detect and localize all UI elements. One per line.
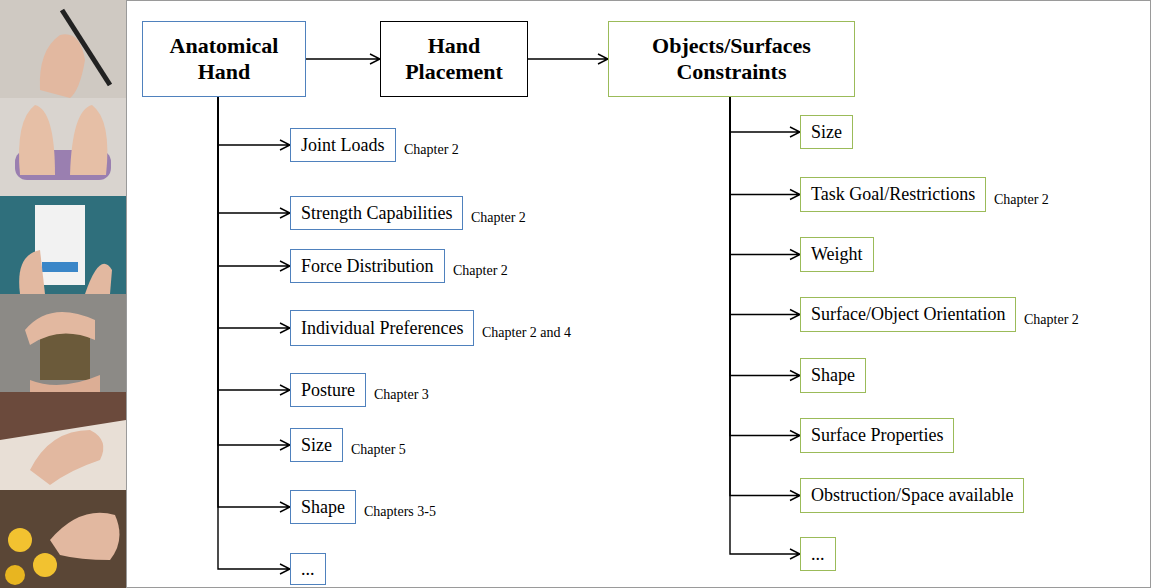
factor-box: Size <box>800 115 853 149</box>
category-box: Objects/Surfaces Constraints <box>608 21 855 97</box>
arrow-connector <box>218 97 290 218</box>
box-text: Joint Loads <box>301 135 385 156</box>
box-text: Shape <box>811 365 855 386</box>
factor-box: Posture <box>290 373 366 407</box>
arrow-connector <box>218 97 290 271</box>
chapter-note: Chapter 3 <box>374 387 429 403</box>
photo-palms-roller <box>0 98 126 196</box>
factor-box: Force Distribution <box>290 249 445 283</box>
factor-box: ... <box>290 553 326 585</box>
chapter-note: Chapter 2 <box>453 263 508 279</box>
box-text: Strength Capabilities <box>301 203 452 224</box>
arrow-connector <box>730 97 800 137</box>
arrow-connector <box>218 97 290 333</box>
photo-jar-opening <box>0 294 126 392</box>
factor-box: Size <box>290 428 343 462</box>
box-text: ... <box>301 559 315 580</box>
arrow-connector <box>218 97 290 512</box>
box-text: Anatomical Hand <box>151 33 297 85</box>
box-text: Posture <box>301 380 355 401</box>
box-text: ... <box>811 544 825 565</box>
factor-box: Shape <box>800 358 866 393</box>
arrow-connector <box>730 97 800 441</box>
factor-box: Surface Properties <box>800 418 954 453</box>
arrow-connector <box>730 97 800 501</box>
arrow-connector <box>218 97 290 150</box>
box-text: Individual Preferences <box>301 318 463 339</box>
box-text: Shape <box>301 497 345 518</box>
arrow-connector <box>218 97 290 574</box>
chapter-note: Chapter 2 <box>471 210 526 226</box>
box-text: Surface Properties <box>811 425 943 446</box>
factor-box: Individual Preferences <box>290 310 474 346</box>
arrow-connector <box>730 97 800 260</box>
factor-box: ... <box>800 537 836 571</box>
arrow-connector <box>730 97 800 381</box>
factor-box: Task Goal/Restrictions <box>800 177 986 212</box>
arrow-connector <box>730 97 800 559</box>
hand-photo-strip <box>0 0 126 588</box>
chapter-note: Chapters 3-5 <box>364 504 436 520</box>
chapter-note: Chapter 2 <box>1024 312 1079 328</box>
category-box: Anatomical Hand <box>142 21 306 97</box>
box-text: Obstruction/Space available <box>811 485 1013 506</box>
factor-box: Strength Capabilities <box>290 196 463 230</box>
box-text: Size <box>811 122 842 143</box>
factor-box: Shape <box>290 490 356 524</box>
arrow-connector <box>528 54 608 64</box>
box-text: Surface/Object Orientation <box>811 304 1005 325</box>
box-text: Force Distribution <box>301 256 434 277</box>
arrow-connector <box>730 97 800 320</box>
photo-carton-grip <box>0 196 126 294</box>
box-text: Hand Placement <box>389 33 519 85</box>
factor-box: Weight <box>800 237 874 272</box>
arrow-connector <box>306 54 380 64</box>
box-text: Weight <box>811 244 863 265</box>
factor-box: Joint Loads <box>290 128 396 162</box>
arrow-connector <box>730 97 800 200</box>
box-text: Objects/Surfaces Constraints <box>617 33 846 85</box>
chapter-note: Chapter 2 and 4 <box>482 325 571 341</box>
box-text: Size <box>301 435 332 456</box>
chapter-note: Chapter 2 <box>994 192 1049 208</box>
factor-box: Obstruction/Space available <box>800 478 1024 513</box>
photo-lemons-board <box>0 490 126 588</box>
chapter-note: Chapter 2 <box>404 142 459 158</box>
photo-pen-grip <box>0 0 126 98</box>
chapter-note: Chapter 5 <box>351 442 406 458</box>
category-box: Hand Placement <box>380 21 528 97</box>
arrow-connector <box>218 97 290 395</box>
box-text: Task Goal/Restrictions <box>811 184 975 205</box>
photo-paper-press <box>0 392 126 490</box>
factor-box: Surface/Object Orientation <box>800 297 1016 332</box>
arrow-connector <box>218 97 290 450</box>
